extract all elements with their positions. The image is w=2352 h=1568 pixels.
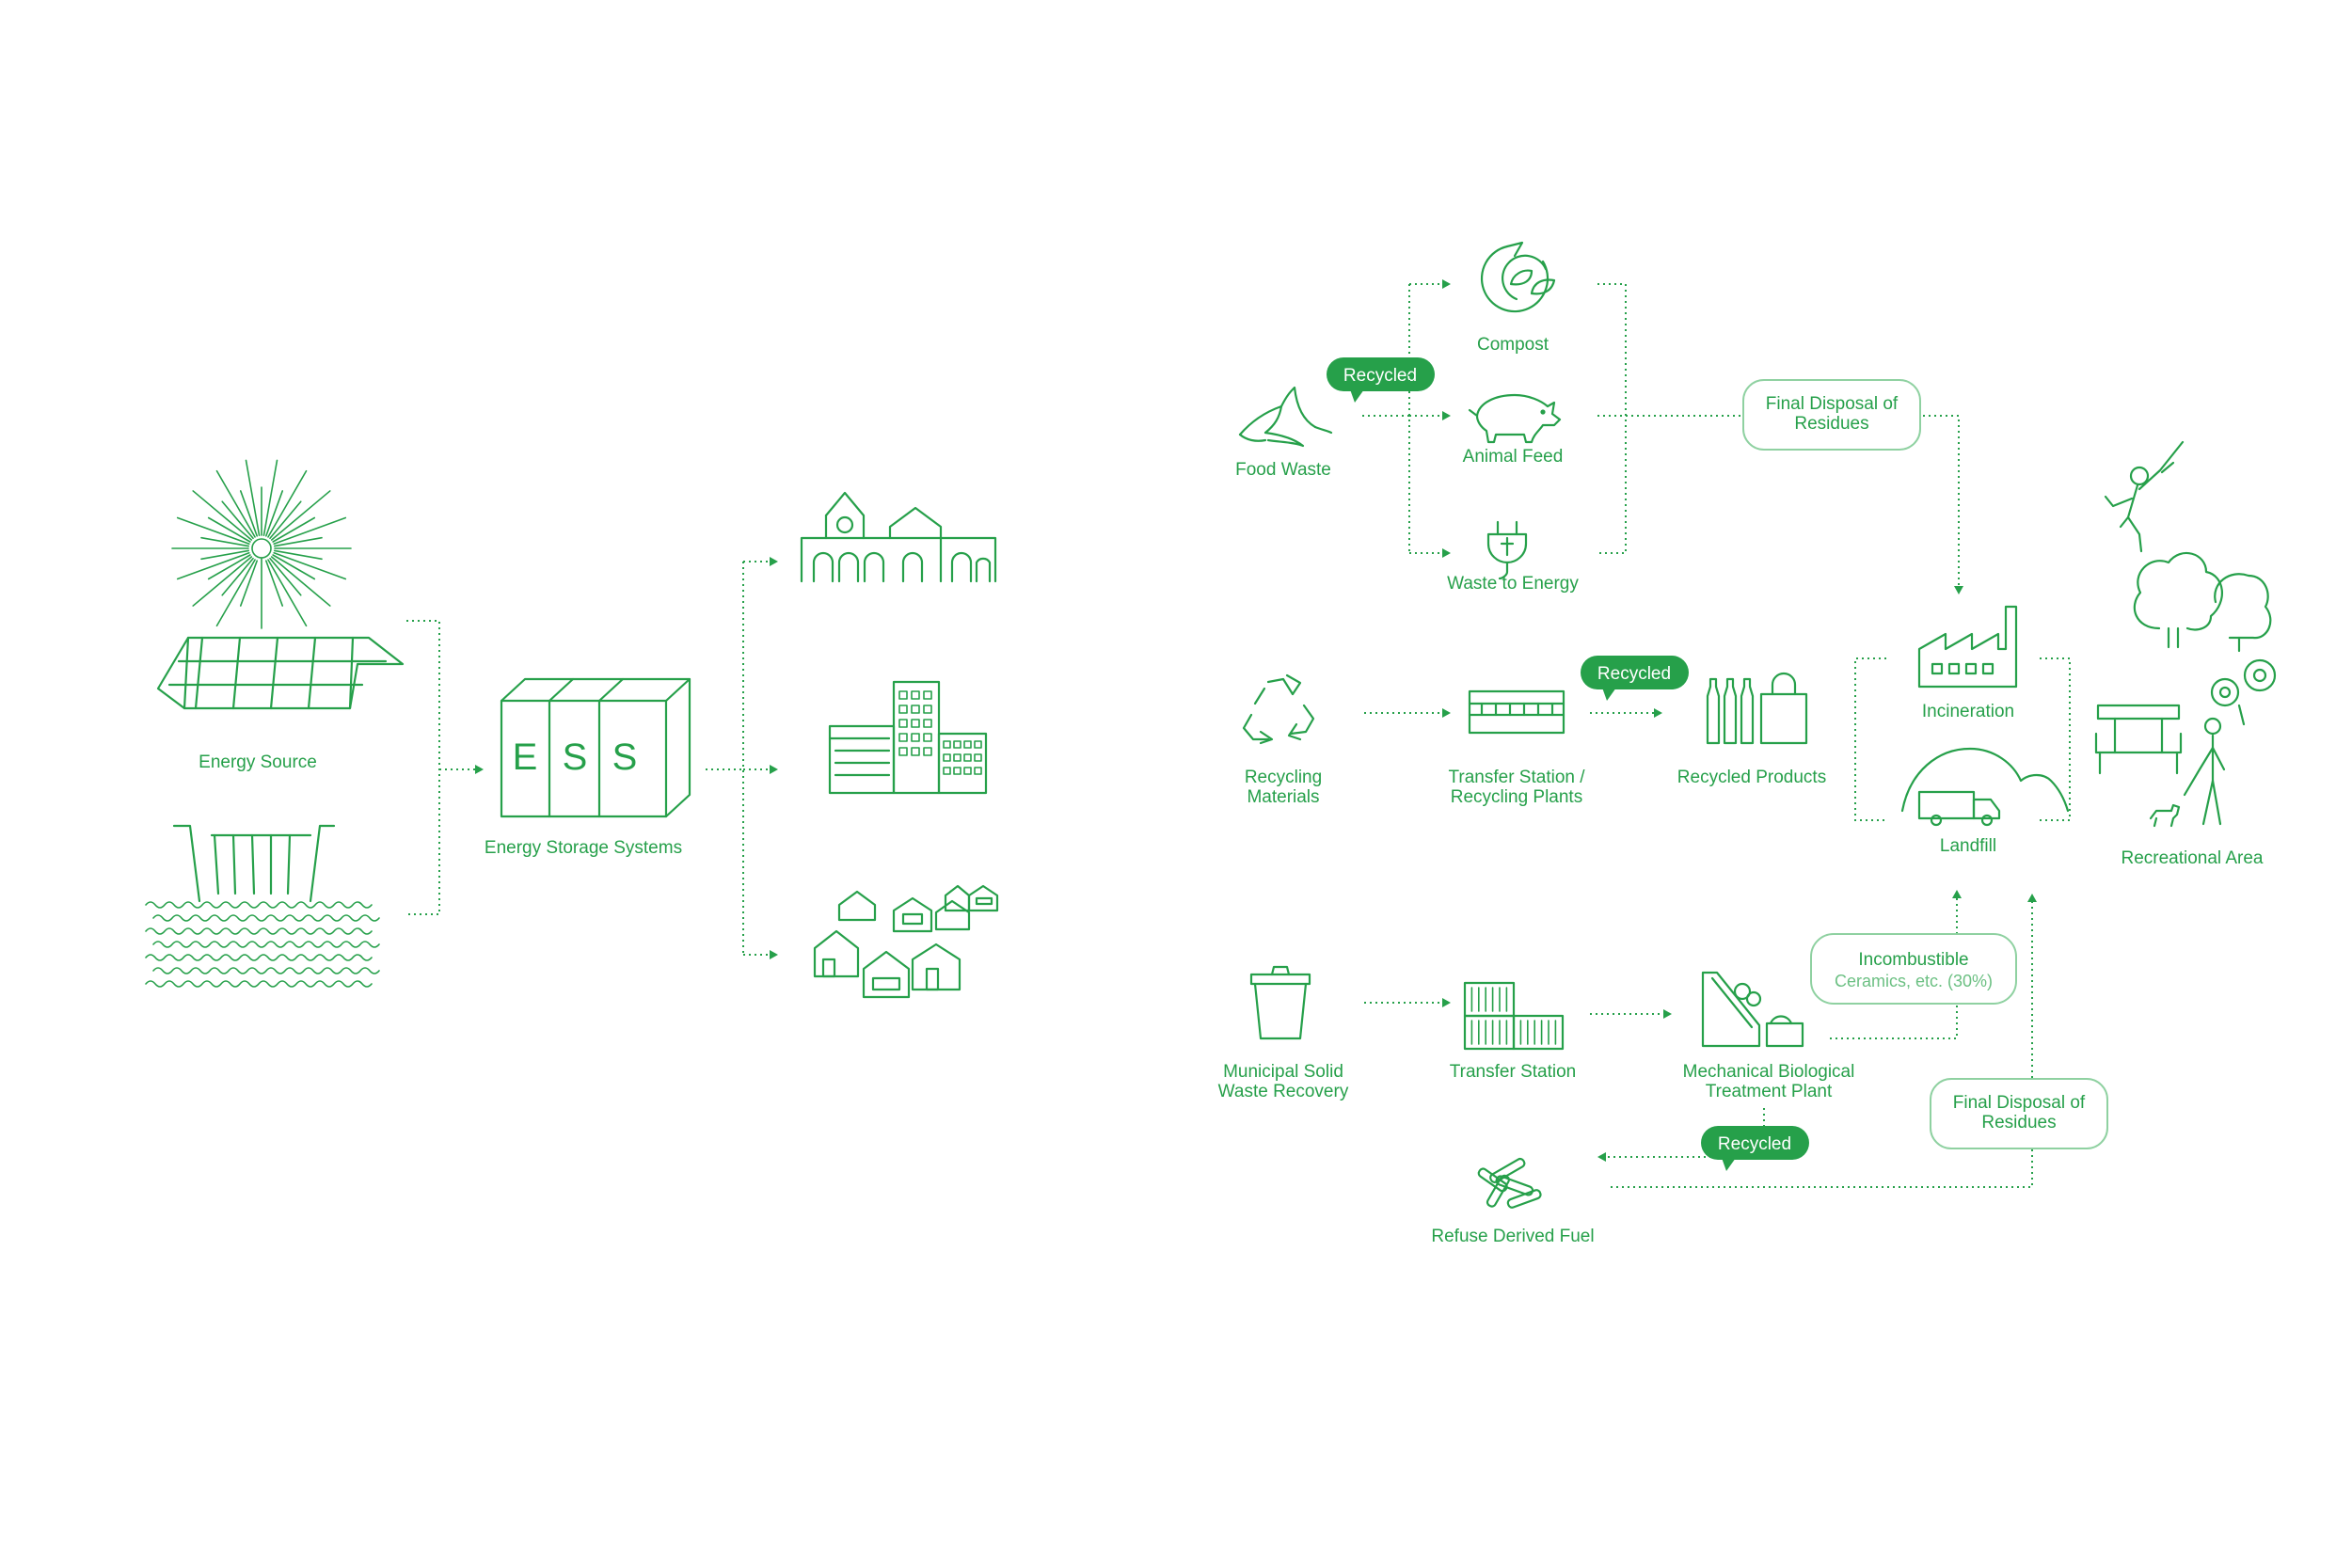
sun-icon: [171, 459, 352, 629]
compost-icon: [1480, 241, 1556, 313]
plug-icon: [1486, 520, 1528, 580]
recycled-tag-plants: Recycled: [1581, 656, 1689, 701]
svg-text:Ceramics, etc. (30%): Ceramics, etc. (30%): [1835, 972, 1993, 990]
person-walking-dog-icon: [2149, 717, 2226, 828]
svg-text:Recycled: Recycled: [1718, 1134, 1791, 1154]
waste-to-energy-label: Waste to Energy: [1447, 574, 1579, 594]
dam-icon: [172, 824, 336, 903]
incombustible-bubble: Incombustible Ceramics, etc. (30%): [1810, 933, 2017, 1005]
landfill-truck-icon: [1900, 747, 2070, 827]
bench-icon: [2094, 704, 2183, 775]
disposal-bracket: [1854, 657, 2071, 821]
ess-label: Energy Storage Systems: [485, 838, 682, 858]
pig-icon: [1468, 393, 1562, 444]
rdf-connector: [1597, 894, 2037, 1188]
mbt-label-2: Treatment Plant: [1706, 1082, 1833, 1101]
svg-text:Residues: Residues: [1981, 1113, 2056, 1132]
ess-output-connector: [706, 557, 778, 959]
food-waste-connector: [1362, 279, 1451, 558]
landfill-label: Landfill: [1940, 836, 1996, 856]
trees-icon: [2133, 552, 2272, 653]
public-building-icon: [800, 491, 997, 583]
golfer-icon: [2104, 440, 2185, 553]
solar-panel-icon: [156, 636, 405, 710]
mbt-plant-icon: [1701, 971, 1804, 1048]
banana-peel-icon: [1238, 386, 1333, 448]
recycling-materials-label-2: Materials: [1247, 787, 1319, 807]
svg-text:Recycled: Recycled: [1343, 366, 1417, 386]
transfer-station-label: Transfer Station: [1450, 1062, 1576, 1082]
energy-source-connector: [406, 620, 484, 915]
houses-icon: [813, 884, 999, 999]
animal-feed-label: Animal Feed: [1463, 447, 1564, 467]
svg-text:Residues: Residues: [1794, 414, 1868, 434]
ess-letter-s2: S: [612, 736, 638, 778]
factory-icon: [1917, 605, 2018, 689]
recycled-tag-mbt: Recycled: [1701, 1126, 1809, 1171]
recreational-area-label: Recreational Area: [2121, 848, 2263, 868]
recycle-symbol-icon: [1242, 673, 1315, 745]
food-residue-connector: [1597, 283, 1963, 594]
svg-text:Final Disposal of: Final Disposal of: [1953, 1093, 2086, 1113]
trash-bin-icon: [1249, 965, 1311, 1040]
incineration-label: Incineration: [1922, 702, 2014, 721]
flowers-icon: [2210, 658, 2277, 726]
svg-text:Recycled: Recycled: [1597, 664, 1671, 684]
compost-label: Compost: [1477, 335, 1549, 355]
svg-text:Final Disposal of: Final Disposal of: [1766, 394, 1899, 414]
food-waste-label: Food Waste: [1235, 460, 1331, 480]
refuse-derived-fuel-label: Refuse Derived Fuel: [1431, 1227, 1594, 1246]
svg-text:Incombustible: Incombustible: [1858, 950, 1968, 970]
energy-source-label: Energy Source: [199, 752, 317, 772]
office-building-icon: [828, 680, 988, 795]
transfer-station-recycling-label-1: Transfer Station /: [1448, 768, 1585, 787]
final-disposal-bubble-top: Final Disposal of Residues: [1742, 379, 1921, 451]
ess-box-icon: [500, 677, 691, 818]
refuse-derived-fuel-icon: [1477, 1157, 1542, 1209]
municipal-waste-label-1: Municipal Solid: [1223, 1062, 1343, 1082]
municipal-waste-label-2: Waste Recovery: [1218, 1082, 1349, 1101]
recycled-products-label: Recycled Products: [1677, 768, 1826, 787]
transfer-station-building-icon: [1468, 689, 1565, 735]
recycled-products-icon: [1706, 672, 1808, 745]
recycling-materials-label-1: Recycling: [1245, 768, 1322, 787]
final-disposal-bubble-bottom: Final Disposal of Residues: [1930, 1078, 2108, 1149]
ess-letter-e: E: [513, 736, 538, 778]
water-waves-icon: [145, 901, 380, 988]
recycled-tag-food: Recycled: [1327, 357, 1435, 403]
ess-letter-s1: S: [563, 736, 588, 778]
transfer-station-recycling-label-2: Recycling Plants: [1451, 787, 1582, 807]
containers-icon: [1463, 981, 1565, 1051]
mbt-label-1: Mechanical Biological: [1683, 1062, 1855, 1082]
